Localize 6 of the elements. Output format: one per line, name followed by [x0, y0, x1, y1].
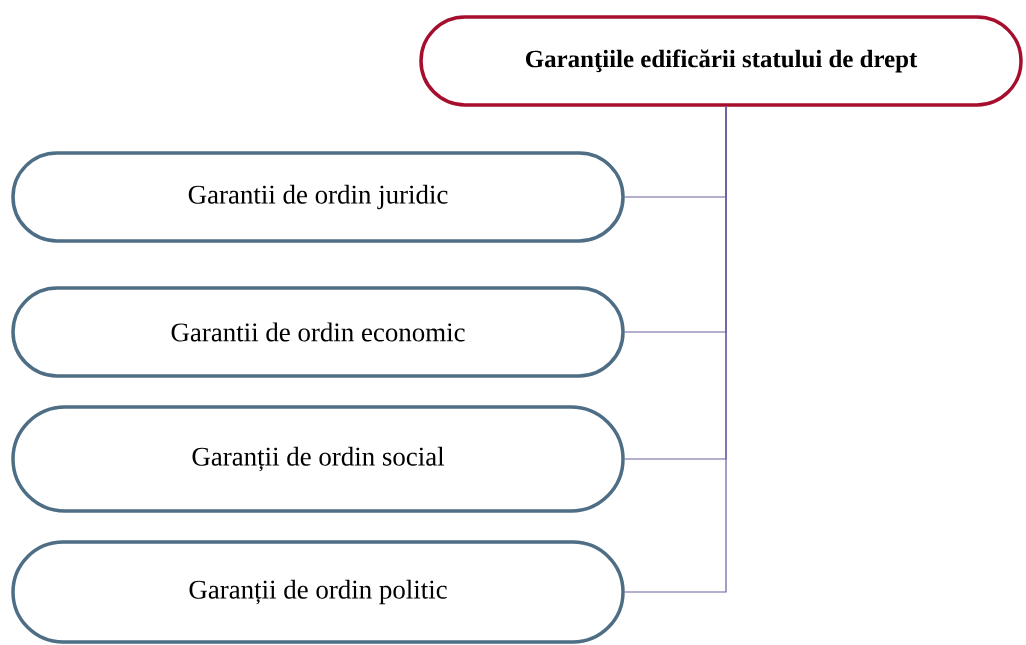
- category-box: Garantii de ordin juridic: [11, 151, 625, 243]
- category-box: Garanții de ordin politic: [11, 540, 625, 644]
- category-box: Garanții de ordin social: [11, 405, 625, 513]
- connector-line: [624, 106, 727, 593]
- category-box: Garantii de ordin economic: [11, 286, 625, 378]
- title-box: Garanţiile edificării statului de drept: [419, 15, 1023, 107]
